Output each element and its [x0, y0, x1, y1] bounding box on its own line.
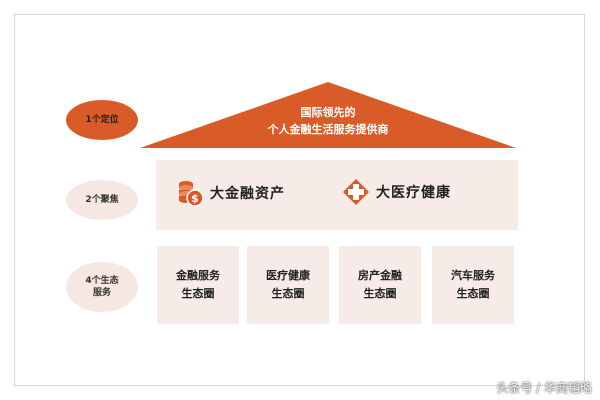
ecosystem-card-line2: 生态圈 [181, 287, 215, 300]
roof-triangle [140, 82, 516, 148]
roof-title: 国际领先的 个人金融生活服务提供商 [230, 104, 426, 138]
coin-stack-dollar-icon: $ [179, 181, 204, 207]
label-two-focus: 2个聚焦 [66, 180, 138, 220]
focus-band [156, 160, 518, 230]
focus-health-label: 大医疗健康 [376, 185, 451, 201]
focus-asset: $ 大金融资产 [178, 178, 285, 208]
ecosystem-card-line1: 金融服务 [176, 269, 220, 282]
focus-asset-label: 大金融资产 [210, 186, 285, 202]
ecosystem-card-line1: 汽车服务 [451, 269, 495, 282]
ecosystem-card-auto: 汽车服务 生态圈 [432, 246, 514, 324]
medical-cross-icon [343, 179, 369, 205]
ecosystem-card-line1: 房产金融 [358, 269, 402, 282]
svg-text:$: $ [191, 192, 199, 205]
label-one-positioning-text: 1个定位 [85, 115, 119, 125]
ecosystem-card-property: 房产金融 生态圈 [339, 246, 421, 324]
watermark: 头条号 / 华商韬略 [496, 381, 592, 395]
label-two-focus-text: 2个聚焦 [85, 195, 119, 205]
roof-line2: 个人金融生活服务提供商 [267, 123, 389, 136]
label-four-line1: 4个生态 [85, 276, 119, 286]
ecosystem-card-medical: 医疗健康 生态圈 [247, 246, 329, 324]
label-four-ecosystem-services: 4个生态 服务 [66, 262, 138, 312]
focus-health: 大医疗健康 [342, 178, 451, 206]
label-one-positioning: 1个定位 [66, 100, 138, 140]
roof-line1: 国际领先的 [300, 106, 356, 119]
ecosystem-card-line1: 医疗健康 [266, 269, 310, 282]
label-four-line2: 服务 [92, 288, 111, 298]
ecosystem-card-line2: 生态圈 [456, 287, 490, 300]
ecosystem-card-line2: 生态圈 [271, 287, 305, 300]
ecosystem-card-line2: 生态圈 [363, 287, 397, 300]
ecosystem-card-finance: 金融服务 生态圈 [157, 246, 239, 324]
